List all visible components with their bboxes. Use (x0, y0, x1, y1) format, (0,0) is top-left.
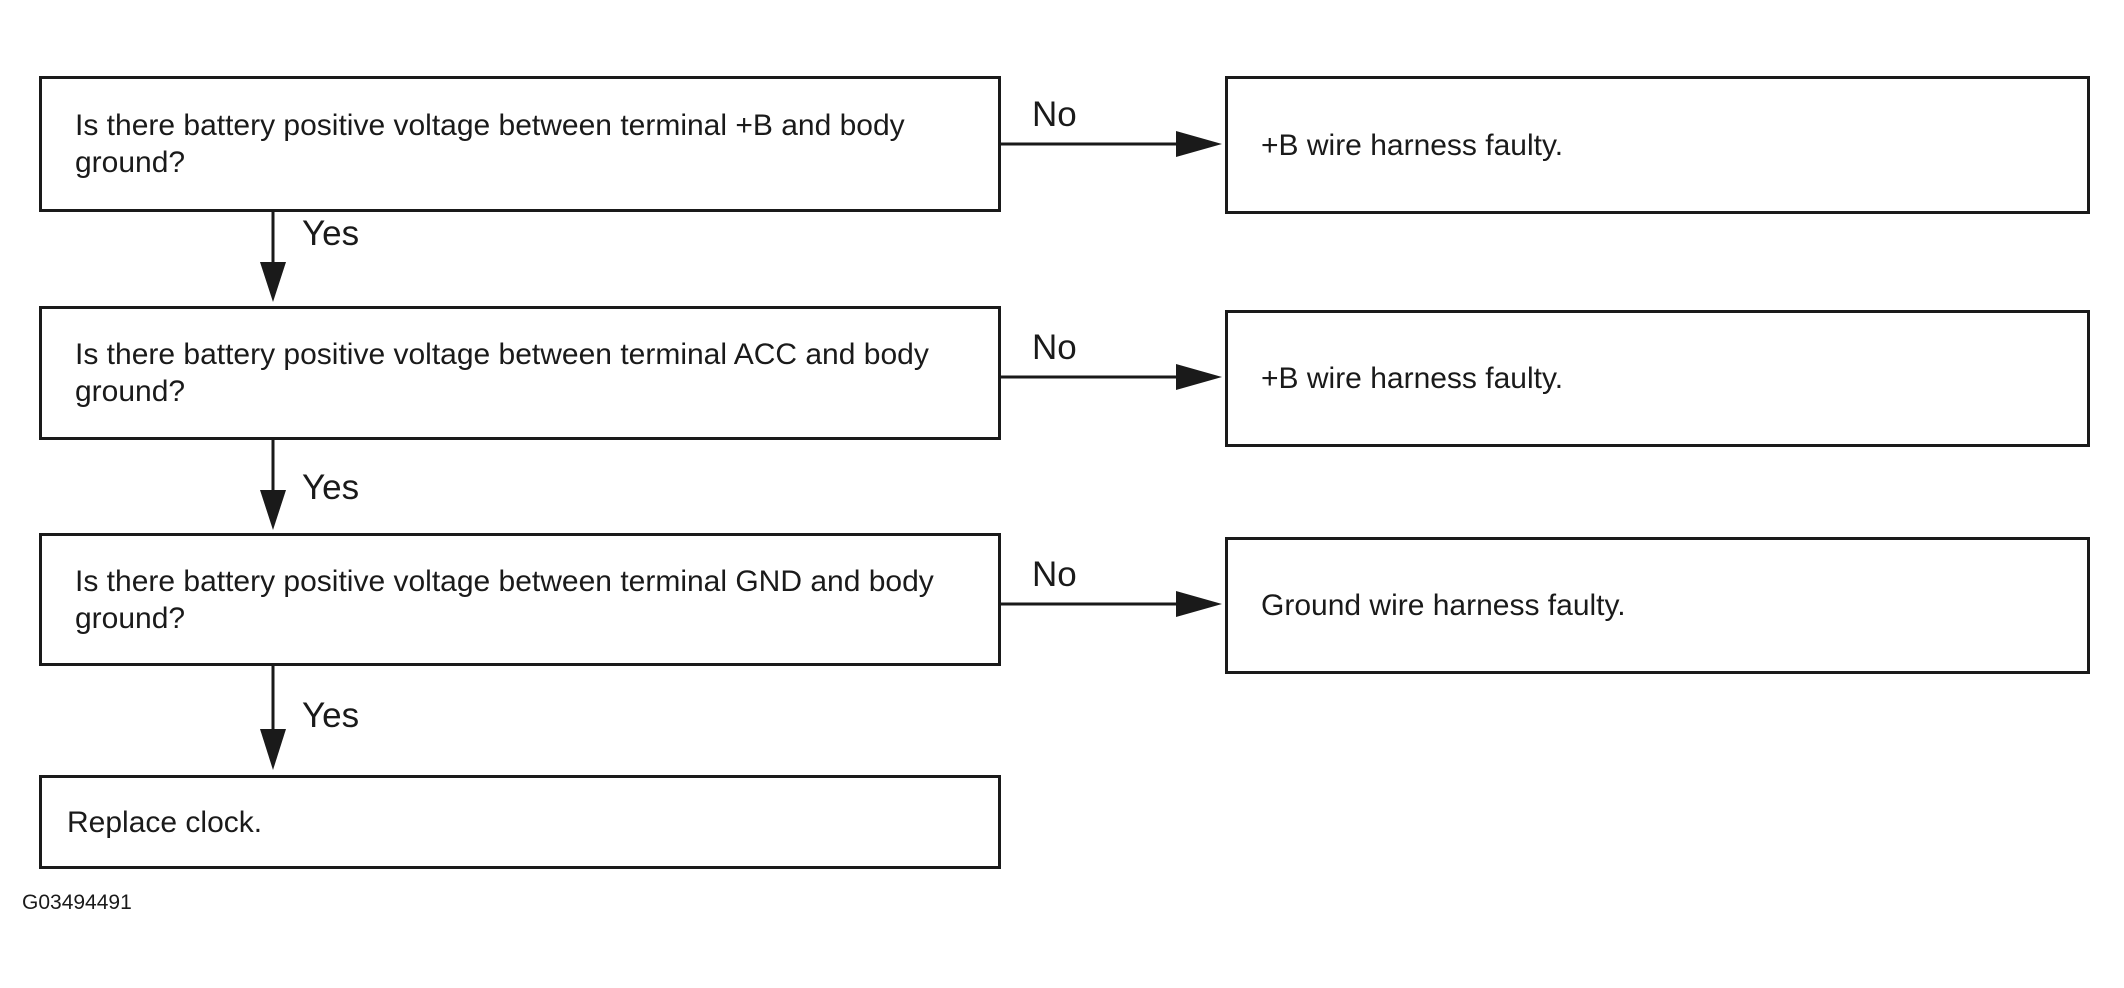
result-text-2: +B wire harness faulty. (1261, 362, 1564, 395)
result-box-3: Ground wire harness faulty. (1225, 537, 2090, 674)
question-box-1: Is there battery positive voltage betwee… (39, 76, 1001, 212)
yes-label-2: Yes (302, 468, 360, 507)
yes-label-3: Yes (302, 696, 360, 735)
no-arrow-2 (1001, 364, 1222, 390)
question-text-1: Is there battery positive voltage betwee… (75, 109, 905, 179)
yes-arrow-1 (260, 212, 286, 302)
question-text-2: Is there battery positive voltage betwee… (75, 338, 929, 408)
no-label-2: No (1032, 328, 1077, 367)
question-text-3: Is there battery positive voltage betwee… (75, 564, 934, 635)
no-label-1: No (1032, 95, 1077, 134)
result-box-2: +B wire harness faulty. (1225, 310, 2090, 447)
yes-arrow-3 (260, 666, 286, 770)
yes-arrow-2 (260, 440, 286, 530)
no-arrow-3 (1001, 591, 1222, 617)
result-text-1: +B wire harness faulty. (1261, 128, 1564, 162)
question-box-2: Is there battery positive voltage betwee… (39, 306, 1001, 440)
yes-label-1: Yes (302, 214, 360, 253)
no-arrow-1 (1001, 131, 1222, 157)
no-label-3: No (1032, 555, 1077, 594)
result-text-3: Ground wire harness faulty. (1261, 589, 1626, 622)
figure-code: G03494491 (22, 891, 132, 914)
final-step-box: Replace clock. (39, 775, 1001, 869)
result-box-1: +B wire harness faulty. (1225, 76, 2090, 214)
final-step-text: Replace clock. (67, 805, 263, 839)
question-box-3: Is there battery positive voltage betwee… (39, 533, 1001, 666)
